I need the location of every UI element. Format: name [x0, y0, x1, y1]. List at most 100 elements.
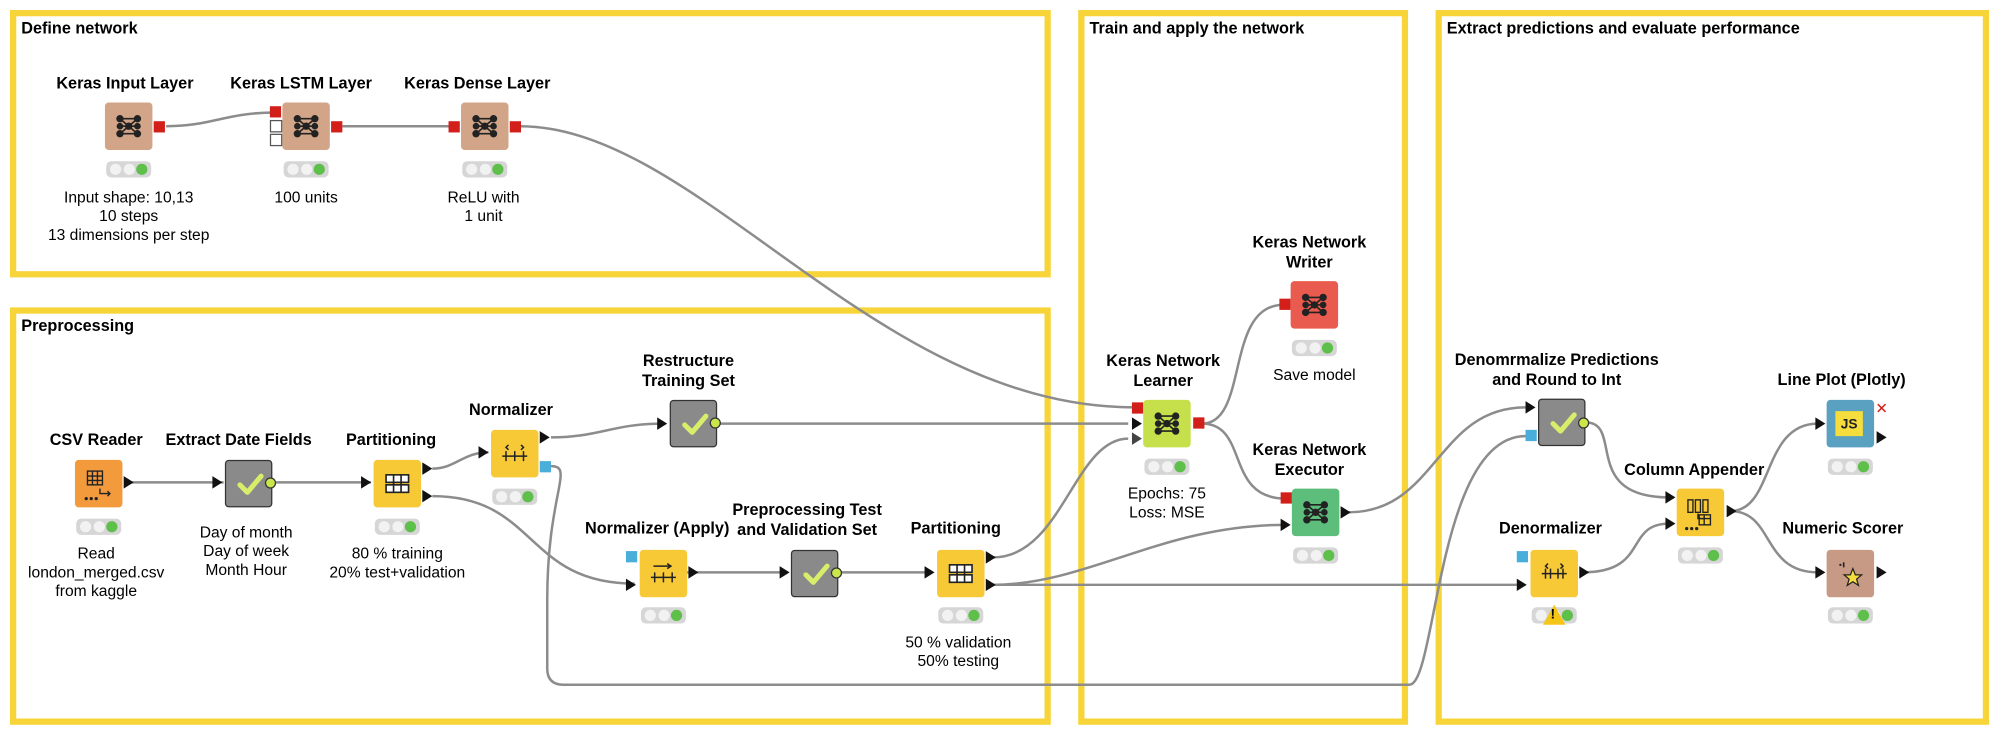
node-label-line: Loss: MSE: [1129, 503, 1205, 522]
csv-reader-icon[interactable]: [74, 459, 123, 508]
input-port[interactable]: [1516, 578, 1527, 592]
output-port[interactable]: [688, 566, 699, 579]
node-title: Keras Dense Layer: [352, 74, 602, 94]
input-port[interactable]: [1525, 401, 1536, 414]
node-title-line: Denormalizer: [1499, 518, 1602, 538]
model-input-port[interactable]: [1516, 551, 1529, 563]
node-title: Partitioning: [266, 430, 516, 450]
optional-input-port[interactable]: [269, 133, 283, 147]
network-input-port[interactable]: [1279, 298, 1291, 310]
input-port[interactable]: [269, 106, 282, 118]
connection: [166, 111, 277, 128]
model-input-port[interactable]: [625, 551, 638, 563]
partitioning-icon[interactable]: [937, 549, 985, 598]
output-port[interactable]: [1577, 417, 1590, 429]
output-port[interactable]: [153, 121, 165, 133]
optional-input-port[interactable]: [269, 119, 283, 133]
plotly-icon[interactable]: JS: [1826, 399, 1875, 448]
annotation-preprocessing[interactable]: Preprocessing: [9, 307, 1051, 725]
input-port[interactable]: [1815, 566, 1826, 579]
annotation-title: Extract predictions and evaluate perform…: [1446, 18, 1800, 38]
column-appender-icon[interactable]: [1676, 488, 1725, 537]
connection: [1582, 522, 1670, 574]
warning-icon[interactable]: !: [1543, 604, 1566, 625]
metanode-icon[interactable]: [1538, 398, 1586, 447]
keras-writer-icon[interactable]: [1290, 281, 1339, 329]
output-port[interactable]: [709, 417, 721, 429]
node-status: [1827, 607, 1873, 624]
input-port-2[interactable]: [1665, 517, 1676, 530]
output-port[interactable]: [830, 567, 843, 579]
network-input-port[interactable]: [1280, 492, 1292, 504]
output-port[interactable]: [1579, 566, 1590, 579]
network-icon: [293, 115, 319, 138]
input-port[interactable]: [924, 566, 935, 579]
node-title-line: Keras Dense Layer: [404, 73, 551, 93]
input-port[interactable]: [478, 446, 489, 459]
keras-executor-icon[interactable]: [1291, 488, 1340, 537]
keras-layer-icon[interactable]: [282, 102, 330, 150]
metanode-icon[interactable]: [790, 549, 839, 598]
normalizer-icon[interactable]: [491, 429, 539, 478]
training-data-port[interactable]: [1131, 417, 1142, 430]
node-title-line: and Validation Set: [737, 519, 878, 539]
normalizer-apply-icon[interactable]: [639, 549, 688, 598]
output-port[interactable]: [509, 121, 521, 133]
scorer-icon[interactable]: [1826, 549, 1875, 598]
output-port[interactable]: [123, 476, 134, 489]
model-output-port[interactable]: [539, 461, 551, 473]
network-output-port[interactable]: [1193, 417, 1205, 429]
annotation-define-network[interactable]: Define network: [9, 9, 1051, 278]
output-port-bottom[interactable]: [985, 578, 996, 592]
denormalizer-icon[interactable]: [1530, 549, 1578, 598]
keras-learner-icon[interactable]: [1143, 399, 1191, 448]
node-label: Save model: [1189, 366, 1439, 385]
node-title: Normalizer (Apply): [532, 519, 782, 539]
network-input-port[interactable]: [1131, 402, 1144, 414]
network-icon: [1303, 501, 1329, 524]
partitioning-icon[interactable]: [373, 459, 422, 508]
node-title-line: Denomrmalize Predictions: [1454, 349, 1659, 369]
annotation-extract-evaluate[interactable]: Extract predictions and evaluate perform…: [1435, 9, 1990, 725]
node-title: Column Appender: [1569, 460, 1819, 480]
input-port[interactable]: [448, 121, 460, 133]
validation-data-port[interactable]: [1131, 432, 1142, 445]
output-port[interactable]: [1876, 431, 1887, 444]
output-port[interactable]: [1726, 504, 1737, 518]
connection: [1201, 422, 1286, 500]
input-port[interactable]: [361, 476, 372, 489]
output-port[interactable]: [539, 431, 550, 444]
output-port-top[interactable]: [985, 551, 996, 564]
input-port[interactable]: [1815, 417, 1826, 430]
annotation-train-apply[interactable]: Train and apply the network: [1078, 9, 1409, 725]
output-port-top[interactable]: [422, 462, 433, 475]
connection: [432, 494, 635, 585]
check-icon: [1550, 412, 1577, 434]
data-input-port[interactable]: [1280, 518, 1291, 532]
node-label-line: Read: [77, 544, 115, 563]
keras-layer-icon[interactable]: [104, 102, 153, 150]
output-port[interactable]: [264, 477, 277, 489]
model-input-port[interactable]: [1525, 429, 1537, 442]
output-port-bottom[interactable]: [422, 489, 433, 503]
keras-layer-icon[interactable]: [461, 102, 509, 150]
node-status: [1677, 547, 1723, 564]
input-port[interactable]: [212, 476, 223, 489]
node-title: Extract Date Fields: [114, 430, 364, 450]
input-port[interactable]: [779, 566, 790, 579]
metanode-icon[interactable]: [669, 399, 718, 448]
node-title: Numeric Scorer: [1718, 519, 1968, 539]
input-port-1[interactable]: [1665, 491, 1676, 504]
output-port[interactable]: [331, 121, 343, 133]
input-port[interactable]: [625, 578, 636, 592]
network-icon: [472, 115, 498, 138]
input-port[interactable]: [657, 417, 668, 430]
output-port[interactable]: [1876, 566, 1887, 579]
check-icon: [803, 563, 830, 585]
output-port[interactable]: [1340, 506, 1351, 519]
